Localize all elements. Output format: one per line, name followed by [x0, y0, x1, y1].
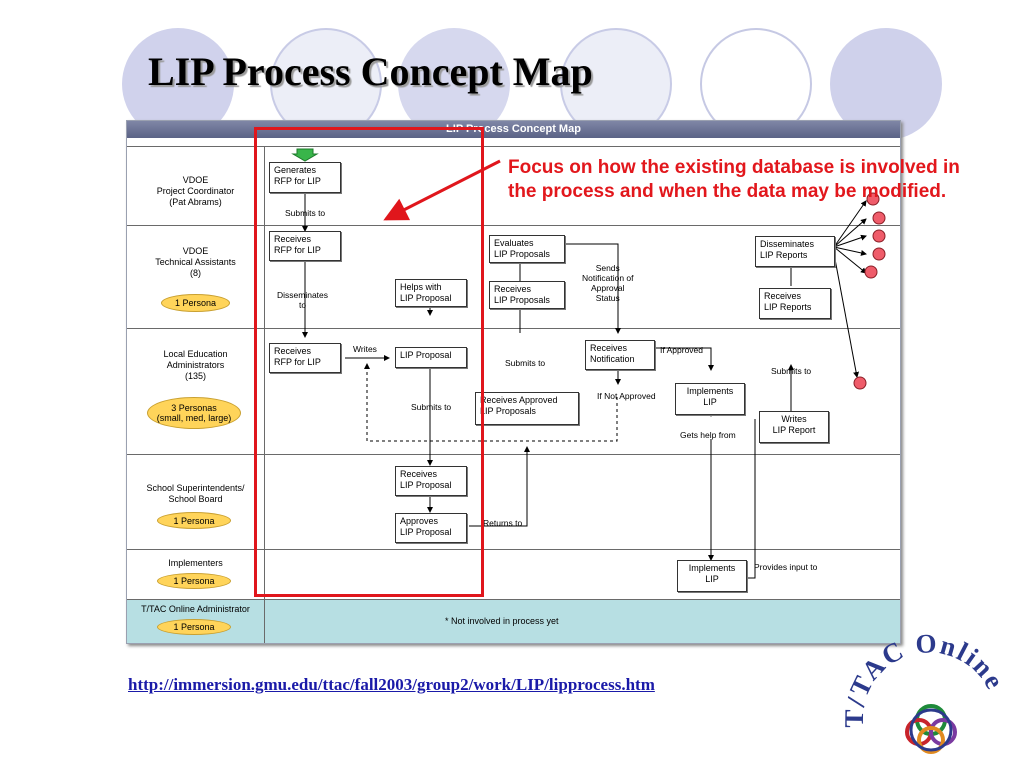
persona-badge: 3 Personas (small, med, large) [147, 397, 241, 429]
label-submits-to: Submits to [771, 366, 812, 376]
label-if-approved: If Approved [660, 345, 704, 355]
endpoint-node [866, 192, 880, 206]
connector-layer [291, 148, 886, 579]
box-receives-proposals: Receives LIP Proposals [489, 281, 565, 309]
logo-text: T/TAC Online [842, 632, 1009, 728]
lane-implementers: Implementers 1 Persona [127, 549, 900, 599]
persona-badge: 1 Persona [157, 512, 231, 529]
persona-badge: 1 Persona [161, 294, 230, 312]
label-provides-input-to: Provides input to [754, 562, 818, 572]
box-implements-implementers: Implements LIP [677, 560, 747, 592]
not-involved-text: * Not involved in process yet [445, 616, 559, 626]
lane-project-coordinator: VDOE Project Coordinator (Pat Abrams) [127, 146, 900, 225]
box-receives-approved: Receives Approved LIP Proposals [475, 392, 579, 425]
lane-divider [264, 146, 265, 643]
label-writes: Writes [353, 344, 377, 354]
lane-local-education-administrators: Local Education Administrators (135) 3 P… [127, 328, 900, 454]
endpoint-node [872, 211, 886, 225]
box-lip-proposal: LIP Proposal [395, 347, 467, 368]
box-receives-reports: Receives LIP Reports [759, 288, 831, 319]
box-writes-report: Writes LIP Report [759, 411, 829, 443]
box-disseminates-reports: Disseminates LIP Reports [755, 236, 835, 267]
label-submits-to: Submits to [411, 402, 452, 412]
lane-label: School Superintendents/ School Board [146, 483, 245, 504]
box-receives-rfp-lea: Receives RFP for LIP [269, 343, 341, 373]
box-generates-rfp: Generates RFP for LIP [269, 162, 341, 193]
label-returns-to: Returns to [483, 518, 523, 528]
persona-badge: 1 Persona [157, 573, 231, 589]
box-approves-lip-proposal: Approves LIP Proposal [395, 513, 467, 543]
lane-technical-assistants: VDOE Technical Assistants (8) 1 Persona [127, 225, 900, 328]
label-submits-to: Submits to [505, 358, 546, 368]
label-if-not-approved: If Not Approved [597, 391, 656, 401]
box-helps-with: Helps with LIP Proposal [395, 279, 467, 307]
callout-note: Focus on how the existing database is in… [508, 157, 960, 202]
box-implements-lea: Implements LIP [675, 383, 745, 415]
endpoint-node [853, 376, 867, 390]
lane-label: Implementers [168, 558, 223, 568]
lane-label: Local Education Administrators (135) [163, 349, 228, 381]
highlight-rectangle [254, 127, 484, 597]
endpoint-node [864, 265, 878, 279]
knot-icon [905, 704, 957, 754]
box-evaluates: Evaluates LIP Proposals [489, 235, 565, 263]
lane-label: VDOE Technical Assistants (8) [155, 246, 236, 278]
label-gets-help-from: Gets help from [680, 430, 736, 440]
source-link[interactable]: http://immersion.gmu.edu/ttac/fall2003/g… [128, 675, 655, 694]
callout-arrow [383, 159, 501, 221]
map-header: LIP Process Concept Map [127, 121, 900, 138]
slide-title: LIP Process Concept Map [148, 49, 593, 94]
endpoint-node [872, 229, 886, 243]
box-receives-rfp-ta: Receives RFP for LIP [269, 231, 341, 261]
box-receives-lip-proposal: Receives LIP Proposal [395, 466, 467, 496]
lane-school-superintendents: School Superintendents/ School Board 1 P… [127, 454, 900, 549]
label-submits-to: Submits to [285, 208, 326, 218]
svg-text:T/TAC Online: T/TAC Online [842, 632, 1011, 728]
start-arrow-icon [291, 148, 319, 162]
lane-label: VDOE Project Coordinator (Pat Abrams) [156, 175, 235, 207]
lane-ttac-admin: T/TAC Online Administrator 1 Persona * N… [127, 599, 900, 643]
label-disseminates-to: Disseminates to [277, 290, 329, 310]
box-receives-notification: Receives Notification [585, 340, 655, 370]
persona-badge: 1 Persona [157, 619, 231, 635]
label-sends-notification: Sends Notification of Approval Status [582, 263, 634, 303]
lane-label: T/TAC Online Administrator [141, 604, 250, 614]
endpoint-node [872, 247, 886, 261]
ttac-online-logo: T/TAC Online [842, 632, 1011, 754]
